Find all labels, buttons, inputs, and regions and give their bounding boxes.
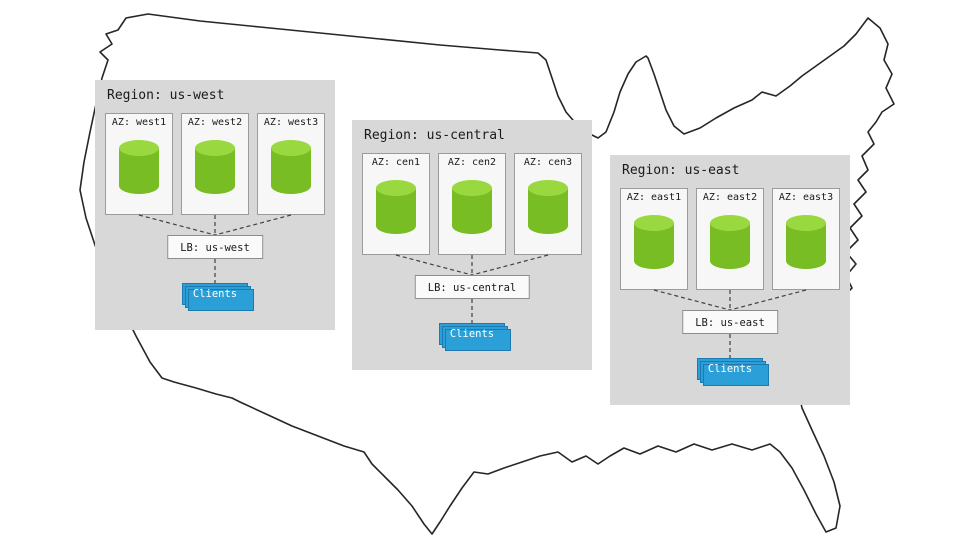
load-balancer-box: LB: us-central xyxy=(414,275,530,299)
az-label: AZ: east2 xyxy=(702,192,758,203)
database-cylinder-icon xyxy=(376,180,416,234)
region-title: Region: us-west xyxy=(107,88,225,103)
database-cylinder-icon xyxy=(452,180,492,234)
clients-box: Clients xyxy=(182,283,248,305)
load-balancer-box: LB: us-east xyxy=(682,310,778,334)
database-cylinder-icon xyxy=(634,215,674,269)
az-label: AZ: cen1 xyxy=(371,157,421,168)
az-box: AZ: cen3 xyxy=(514,153,582,255)
az-box: AZ: cen1 xyxy=(362,153,430,255)
region-title: Region: us-east xyxy=(622,163,740,178)
az-box: AZ: west2 xyxy=(181,113,249,215)
database-cylinder-icon xyxy=(786,215,826,269)
az-box: AZ: east2 xyxy=(696,188,764,290)
database-cylinder-icon xyxy=(195,140,235,194)
database-cylinder-icon xyxy=(528,180,568,234)
az-label: AZ: west1 xyxy=(111,117,167,128)
az-box: AZ: cen2 xyxy=(438,153,506,255)
az-label: AZ: east3 xyxy=(778,192,834,203)
clients-box: Clients xyxy=(697,358,763,380)
az-label: AZ: west3 xyxy=(263,117,319,128)
az-row: AZ: cen1 AZ: cen2 AZ: cen3 xyxy=(362,153,582,255)
region-panel-us-central: Region: us-central AZ: cen1 AZ: cen2 AZ:… xyxy=(352,120,592,370)
az-box: AZ: west3 xyxy=(257,113,325,215)
region-panel-us-east: Region: us-east AZ: east1 AZ: east2 AZ: … xyxy=(610,155,850,405)
az-label: AZ: cen3 xyxy=(523,157,573,168)
az-label: AZ: west2 xyxy=(187,117,243,128)
region-panel-us-west: Region: us-west AZ: west1 AZ: west2 AZ: … xyxy=(95,80,335,330)
load-balancer-box: LB: us-west xyxy=(167,235,263,259)
database-cylinder-icon xyxy=(710,215,750,269)
region-title: Region: us-central xyxy=(364,128,505,143)
az-box: AZ: west1 xyxy=(105,113,173,215)
az-row: AZ: east1 AZ: east2 AZ: east3 xyxy=(620,188,840,290)
database-cylinder-icon xyxy=(119,140,159,194)
database-cylinder-icon xyxy=(271,140,311,194)
az-box: AZ: east3 xyxy=(772,188,840,290)
az-row: AZ: west1 AZ: west2 AZ: west3 xyxy=(105,113,325,215)
clients-box: Clients xyxy=(439,323,505,345)
az-label: AZ: cen2 xyxy=(447,157,497,168)
az-box: AZ: east1 xyxy=(620,188,688,290)
az-label: AZ: east1 xyxy=(626,192,682,203)
